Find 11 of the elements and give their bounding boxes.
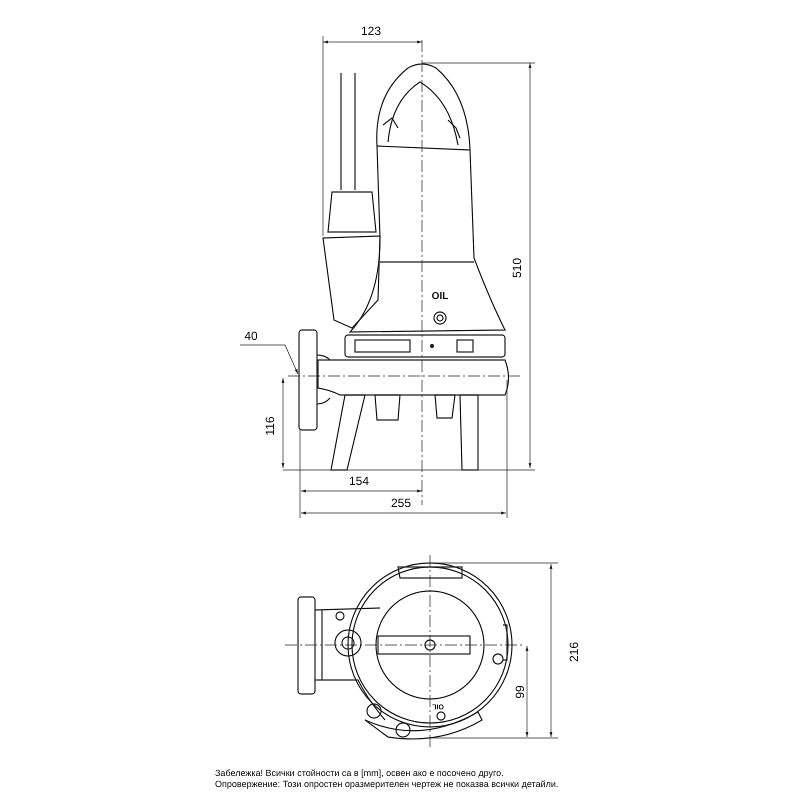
- oil-marking: OIL: [432, 292, 448, 302]
- dimension-value: 216: [568, 642, 580, 662]
- dimension-value: 40: [244, 330, 258, 342]
- note-text: Забележка! Всички стойности са в [mm], освен ако е посочено друго.: [215, 769, 504, 778]
- dimension-value: 154: [348, 475, 370, 487]
- dimension-value: 255: [390, 497, 412, 509]
- dimension-value: 510: [511, 258, 523, 278]
- note-text: Опровержение: Този опростен оразмерителен чертеж не показва всички детайли.: [215, 780, 558, 789]
- dimension-value: 116: [264, 416, 276, 436]
- dimension-value: 99: [514, 685, 526, 699]
- dimension-value: 123: [360, 25, 382, 37]
